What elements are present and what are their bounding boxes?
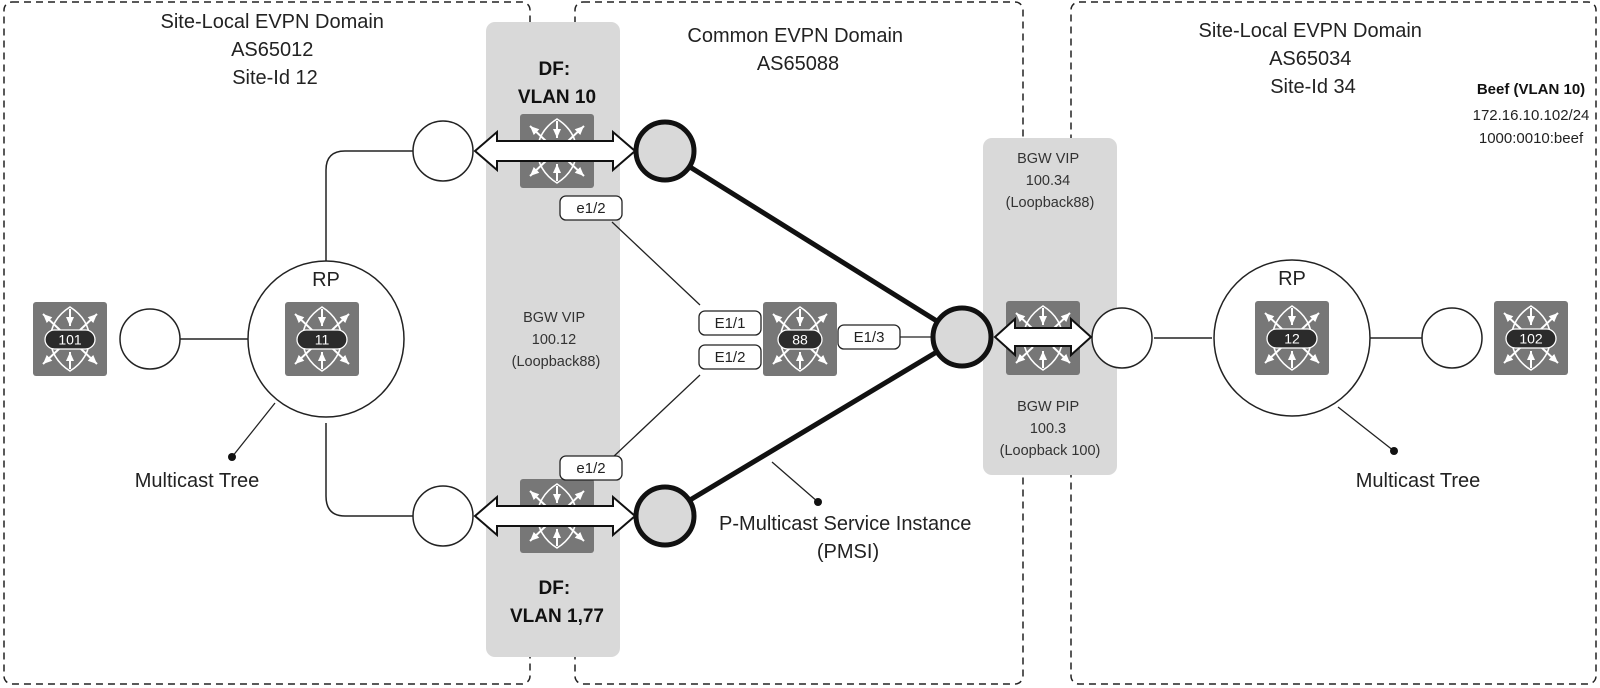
iface-box-e13 <box>837 324 901 350</box>
mcast-left-dot <box>228 453 236 461</box>
bgw-right-pip: BGW PIP 100.3 (Loopback 100) <box>1000 399 1101 459</box>
df-bottom-label: DF: VLAN 1,77 <box>510 578 604 627</box>
mcast-right-leader <box>1337 406 1395 452</box>
port-circle-bgw-right <box>1091 307 1153 369</box>
switch-label-rp-11: 11 <box>315 332 330 348</box>
double-arrow-bgw-bottom <box>473 494 637 538</box>
pill-rp-11 <box>296 329 348 350</box>
link-rp-left-bottom <box>325 423 415 517</box>
double-arrow-bgw-top <box>473 129 637 173</box>
host-name: Beef (VLAN 10) <box>1477 81 1585 98</box>
iface-bgw-top: e1/2 <box>576 200 605 217</box>
iface-box-bgw-top <box>559 195 623 221</box>
bgw-right-vip: BGW VIP 100.34 (Loopback88) <box>1006 151 1095 211</box>
domain-common-title: Common EVPN Domain AS65088 <box>687 25 908 75</box>
pmsi-leader <box>771 461 819 503</box>
port-circle-leaf-left <box>119 308 181 370</box>
iface-e13: E1/3 <box>854 329 885 346</box>
port-circle-bgw-top-left <box>412 120 474 182</box>
double-arrow-bgw-right <box>993 316 1093 358</box>
node-bgw-top-common <box>633 119 697 183</box>
link-bgw-bottom-spine <box>611 374 701 459</box>
switch-label-spine-88: 88 <box>792 332 808 348</box>
mcast-right-dot <box>1390 447 1398 455</box>
iface-e12: E1/2 <box>715 349 746 366</box>
pmsi-dot <box>814 498 822 506</box>
pill-leaf-102 <box>1505 328 1557 349</box>
switch-label-leaf-101: 101 <box>58 332 82 348</box>
pmsi-label: P-Multicast Service Instance (PMSI) <box>719 513 977 563</box>
iface-e11: E1/1 <box>715 315 746 332</box>
pill-rp-12 <box>1266 328 1318 349</box>
port-circle-leaf-right <box>1421 307 1483 369</box>
iface-box-e12 <box>698 344 762 370</box>
link-rp-left-top <box>325 150 415 262</box>
domain-left-title: Site-Local EVPN Domain AS65012 Site-Id 1… <box>161 11 390 89</box>
iface-box-bgw-bottom <box>559 455 623 481</box>
pmsi-line-bottom <box>688 347 942 503</box>
pill-spine-88 <box>777 329 823 350</box>
df-top-label: DF: VLAN 10 <box>518 59 596 108</box>
switch-label-rp-12: 12 <box>1284 331 1300 347</box>
host-mac: 1000:0010:beef <box>1479 130 1584 147</box>
port-circle-bgw-bottom-left <box>412 485 474 547</box>
mcast-right-label: Multicast Tree <box>1356 470 1480 492</box>
link-bgw-top-spine <box>611 221 701 306</box>
node-bgw-bottom-common <box>633 484 697 548</box>
domain-right-title: Site-Local EVPN Domain AS65034 Site-Id 3… <box>1199 20 1428 98</box>
host-ip: 172.16.10.102/24 <box>1473 107 1590 124</box>
pill-leaf-101 <box>44 329 96 350</box>
switch-label-leaf-102: 102 <box>1519 331 1543 347</box>
mcast-left-label: Multicast Tree <box>135 470 259 492</box>
rp-right-label: RP <box>1278 268 1306 290</box>
iface-box-e11 <box>698 310 762 336</box>
iface-bgw-bottom: e1/2 <box>576 460 605 477</box>
pmsi-line-top <box>688 164 942 326</box>
node-bgw-right-common <box>930 305 994 369</box>
mcast-left-leader <box>231 402 276 458</box>
bgw-left-vip: BGW VIP 100.12 (Loopback88) <box>512 310 601 370</box>
rp-left-label: RP <box>312 269 340 291</box>
